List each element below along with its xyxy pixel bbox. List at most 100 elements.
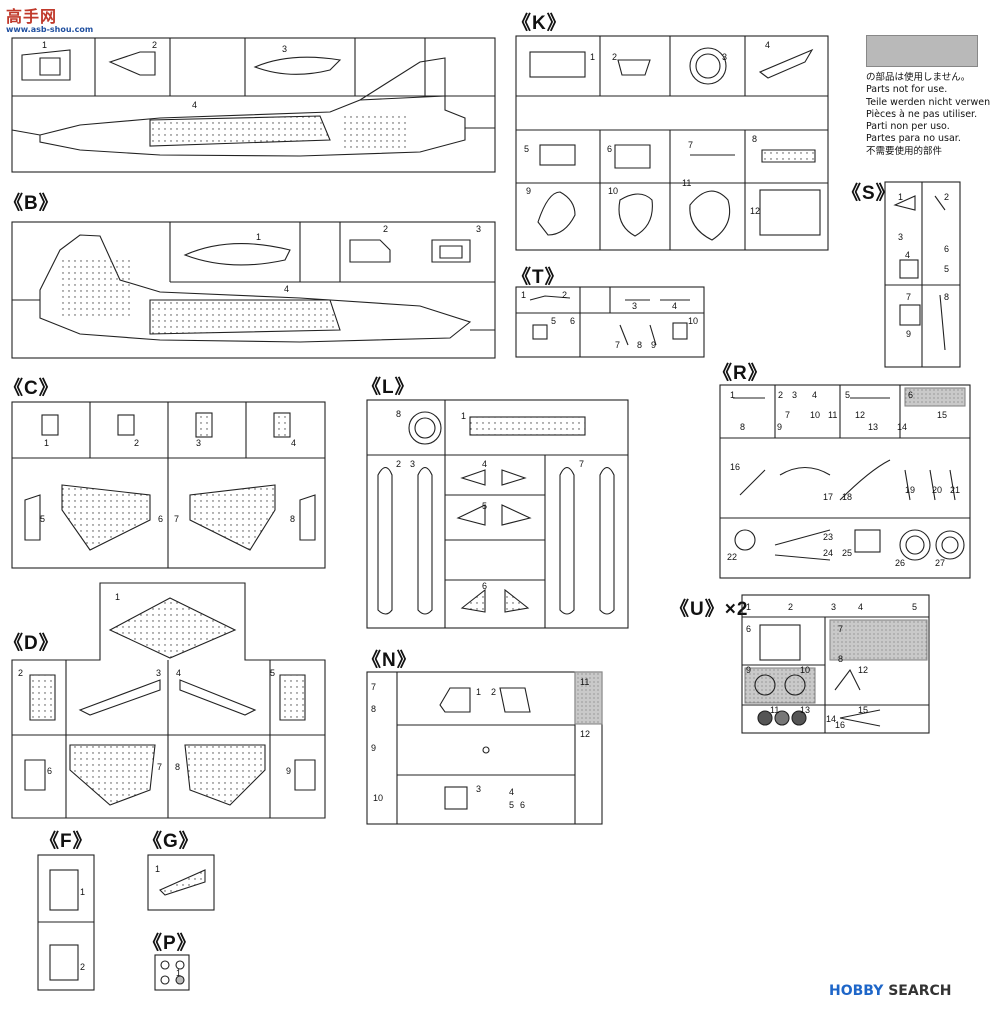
part-number-r-5: 5 <box>845 390 850 400</box>
part-number-r-11: 11 <box>828 410 837 420</box>
part-number-s-8: 8 <box>944 292 949 302</box>
part-number-r-8: 8 <box>740 422 745 432</box>
part-number-s-7: 7 <box>906 292 911 302</box>
runner-f <box>37 854 95 991</box>
note-line-it: Parti non per uso. <box>866 121 950 133</box>
runner-label-r: 《R》 <box>713 363 768 384</box>
runner-label-u: 《U》×2 <box>670 599 749 620</box>
part-number-r-1: 1 <box>730 390 735 400</box>
part-number-r-27: 27 <box>935 558 945 568</box>
part-number-s-4: 4 <box>905 250 910 260</box>
part-number-r-14: 14 <box>897 422 907 432</box>
part-number-c-7: 7 <box>174 514 179 524</box>
part-number-u-15: 15 <box>858 705 868 715</box>
part-number-l-8: 8 <box>396 409 401 419</box>
watermark-chars: 高手网 <box>6 7 58 26</box>
part-number-u-13: 13 <box>800 705 810 715</box>
runner-label-s: 《S》 <box>842 183 896 204</box>
part-number-u-11: 11 <box>770 705 779 715</box>
part-number-t-10: 10 <box>688 316 698 326</box>
part-number-u-12: 12 <box>858 665 868 675</box>
runner-r <box>719 384 971 579</box>
runner-t <box>515 286 705 358</box>
part-number-f-1: 1 <box>80 887 85 897</box>
part-number-s-9: 9 <box>906 329 911 339</box>
part-number-s-5: 5 <box>944 264 949 274</box>
runner-k <box>515 35 829 251</box>
part-number-d-5: 5 <box>270 668 275 678</box>
part-number-k-10: 10 <box>608 186 618 196</box>
runner-label-n: 《N》 <box>362 650 417 671</box>
part-number-k-1: 1 <box>590 52 595 62</box>
part-number-l-5: 5 <box>482 501 487 511</box>
watermark-brand: HOBBY <box>829 983 884 999</box>
part-number-l-4: 4 <box>482 459 487 469</box>
note-line-es: Partes para no usar. <box>866 133 961 145</box>
part-number-r-6: 6 <box>908 390 913 400</box>
part-number-c-5: 5 <box>40 514 45 524</box>
part-number-c-3: 3 <box>196 438 201 448</box>
watermark-suffix: SEARCH <box>888 983 952 999</box>
part-number-r-18: 18 <box>842 492 852 502</box>
part-number-k-4: 4 <box>765 40 770 50</box>
runner-a <box>11 37 496 173</box>
part-number-n-8: 8 <box>371 704 376 714</box>
part-number-n-12: 12 <box>580 729 590 739</box>
part-number-u-14: 14 <box>826 714 836 724</box>
part-number-r-4: 4 <box>812 390 817 400</box>
part-number-f-2: 2 <box>80 962 85 972</box>
note-line-zh: 不需要使用的部件 <box>866 145 943 157</box>
part-number-l-1: 1 <box>461 411 466 421</box>
part-number-d-3: 3 <box>156 668 161 678</box>
part-number-d-1: 1 <box>115 592 120 602</box>
part-number-r-13: 13 <box>868 422 878 432</box>
part-number-c-8: 8 <box>290 514 295 524</box>
part-number-s-6: 6 <box>944 244 949 254</box>
runner-label-k: 《K》 <box>512 13 567 34</box>
part-number-r-3: 3 <box>792 390 797 400</box>
part-number-r-17: 17 <box>823 492 833 502</box>
runner-l <box>366 399 629 629</box>
part-number-c-1: 1 <box>44 438 49 448</box>
note-line-fr: Pièces à ne pas utiliser. <box>866 108 978 120</box>
part-number-d-2: 2 <box>18 668 23 678</box>
part-number-k-6: 6 <box>607 144 612 154</box>
part-number-c-6: 6 <box>158 514 163 524</box>
part-number-n-6: 6 <box>520 800 525 810</box>
part-number-u-6: 6 <box>746 624 751 634</box>
part-number-b-3: 3 <box>476 224 481 234</box>
part-number-b-1: 1 <box>256 232 261 242</box>
note-line-en: Parts not for use. <box>866 84 948 96</box>
part-number-n-9: 9 <box>371 743 376 753</box>
runner-u <box>741 594 930 734</box>
site-watermark-logo: 高手网 www.asb-shou.com <box>6 3 93 34</box>
part-number-r-19: 19 <box>905 485 915 495</box>
part-number-t-7: 7 <box>615 340 620 350</box>
part-number-k-7: 7 <box>688 140 693 150</box>
part-number-s-2: 2 <box>944 192 949 202</box>
part-number-r-20: 20 <box>932 485 942 495</box>
part-number-d-6: 6 <box>47 766 52 776</box>
part-number-r-22: 22 <box>727 552 737 562</box>
part-number-r-10: 10 <box>810 410 820 420</box>
note-line-de: Teile werden nicht verwendet. <box>866 96 990 108</box>
part-number-d-8: 8 <box>175 762 180 772</box>
not-for-use-note: の部品は使用しません。 Parts not for use. Teile wer… <box>866 72 990 158</box>
part-number-k-9: 9 <box>526 186 531 196</box>
part-number-u-16: 16 <box>835 720 845 730</box>
runner-label-b: 《B》 <box>4 193 59 214</box>
runner-p <box>154 954 190 991</box>
part-number-u-7: 7 <box>838 624 843 634</box>
part-number-r-7: 7 <box>785 410 790 420</box>
part-number-u-10: 10 <box>800 665 810 675</box>
part-number-t-1: 1 <box>521 290 526 300</box>
part-number-r-24: 24 <box>823 548 833 558</box>
part-number-u-5: 5 <box>912 602 917 612</box>
part-number-r-26: 26 <box>895 558 905 568</box>
part-number-u-9: 9 <box>746 665 751 675</box>
part-number-n-11: 11 <box>580 677 589 687</box>
part-number-r-21: 21 <box>950 485 960 495</box>
part-number-t-3: 3 <box>632 301 637 311</box>
note-line-ja: の部品は使用しません。 <box>866 72 971 83</box>
part-number-n-1: 1 <box>476 687 481 697</box>
